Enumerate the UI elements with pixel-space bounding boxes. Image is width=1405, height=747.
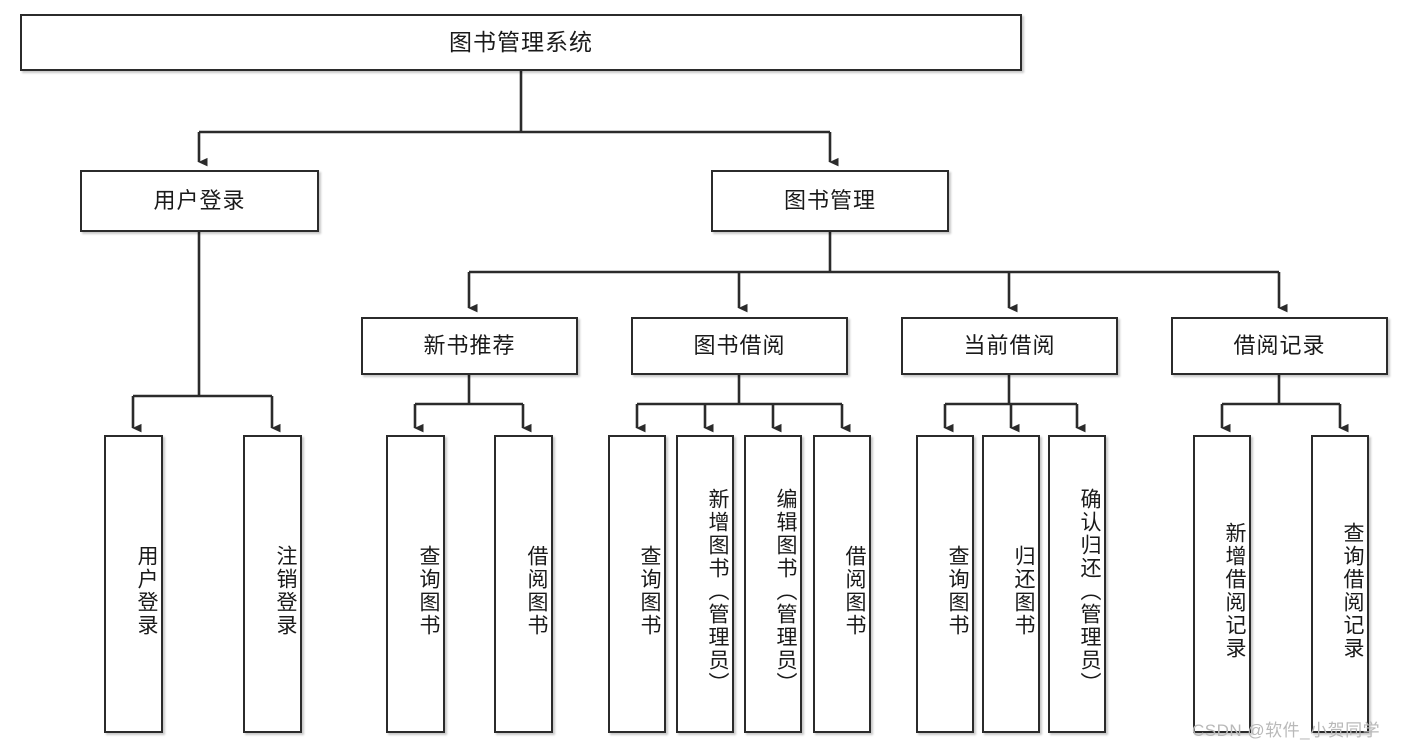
- leaf-user-login[interactable]: 用户登录: [104, 435, 163, 733]
- leaf-label: 新增图书（管理员）: [706, 487, 729, 695]
- leaf-query-books-recommend[interactable]: 查询图书: [386, 435, 445, 733]
- leaf-label: 注销登录: [274, 545, 297, 637]
- leaf-confirm-return-admin[interactable]: 确认归还（管理员）: [1048, 435, 1106, 733]
- node-new-book-recommendation[interactable]: 新书推荐: [361, 317, 578, 375]
- node-borrow-records[interactable]: 借阅记录: [1171, 317, 1388, 375]
- leaf-label: 查询借阅记录: [1341, 522, 1364, 660]
- leaf-add-book-admin[interactable]: 新增图书（管理员）: [676, 435, 734, 733]
- leaf-borrow-books-borrowing[interactable]: 借阅图书: [813, 435, 871, 733]
- leaf-edit-book-admin[interactable]: 编辑图书（管理员）: [744, 435, 802, 733]
- leaf-label: 新增借阅记录: [1223, 522, 1246, 660]
- node-book-management[interactable]: 图书管理: [711, 170, 949, 232]
- node-current-borrowing[interactable]: 当前借阅: [901, 317, 1118, 375]
- leaf-query-borrow-record[interactable]: 查询借阅记录: [1311, 435, 1369, 733]
- leaf-label: 查询图书: [638, 545, 661, 637]
- leaf-label: 归还图书: [1012, 545, 1035, 637]
- node-book-borrowing[interactable]: 图书借阅: [631, 317, 848, 375]
- leaf-label: 用户登录: [135, 545, 158, 637]
- leaf-query-books-borrowing[interactable]: 查询图书: [608, 435, 666, 733]
- leaf-label: 借阅图书: [525, 545, 548, 637]
- leaf-label: 查询图书: [417, 545, 440, 637]
- leaf-logout[interactable]: 注销登录: [243, 435, 302, 733]
- leaf-query-books-current[interactable]: 查询图书: [916, 435, 974, 733]
- leaf-return-books[interactable]: 归还图书: [982, 435, 1040, 733]
- leaf-borrow-books-recommend[interactable]: 借阅图书: [494, 435, 553, 733]
- leaf-label: 借阅图书: [843, 545, 866, 637]
- leaf-label: 编辑图书（管理员）: [774, 487, 797, 695]
- node-user-login[interactable]: 用户登录: [80, 170, 319, 232]
- leaf-label: 查询图书: [946, 545, 969, 637]
- node-root-library-management-system[interactable]: 图书管理系统: [20, 14, 1022, 71]
- csdn-watermark: CSDN @软件_小贺同学: [1192, 721, 1381, 740]
- leaf-label: 确认归还（管理员）: [1078, 487, 1101, 695]
- leaf-add-borrow-record[interactable]: 新增借阅记录: [1193, 435, 1251, 733]
